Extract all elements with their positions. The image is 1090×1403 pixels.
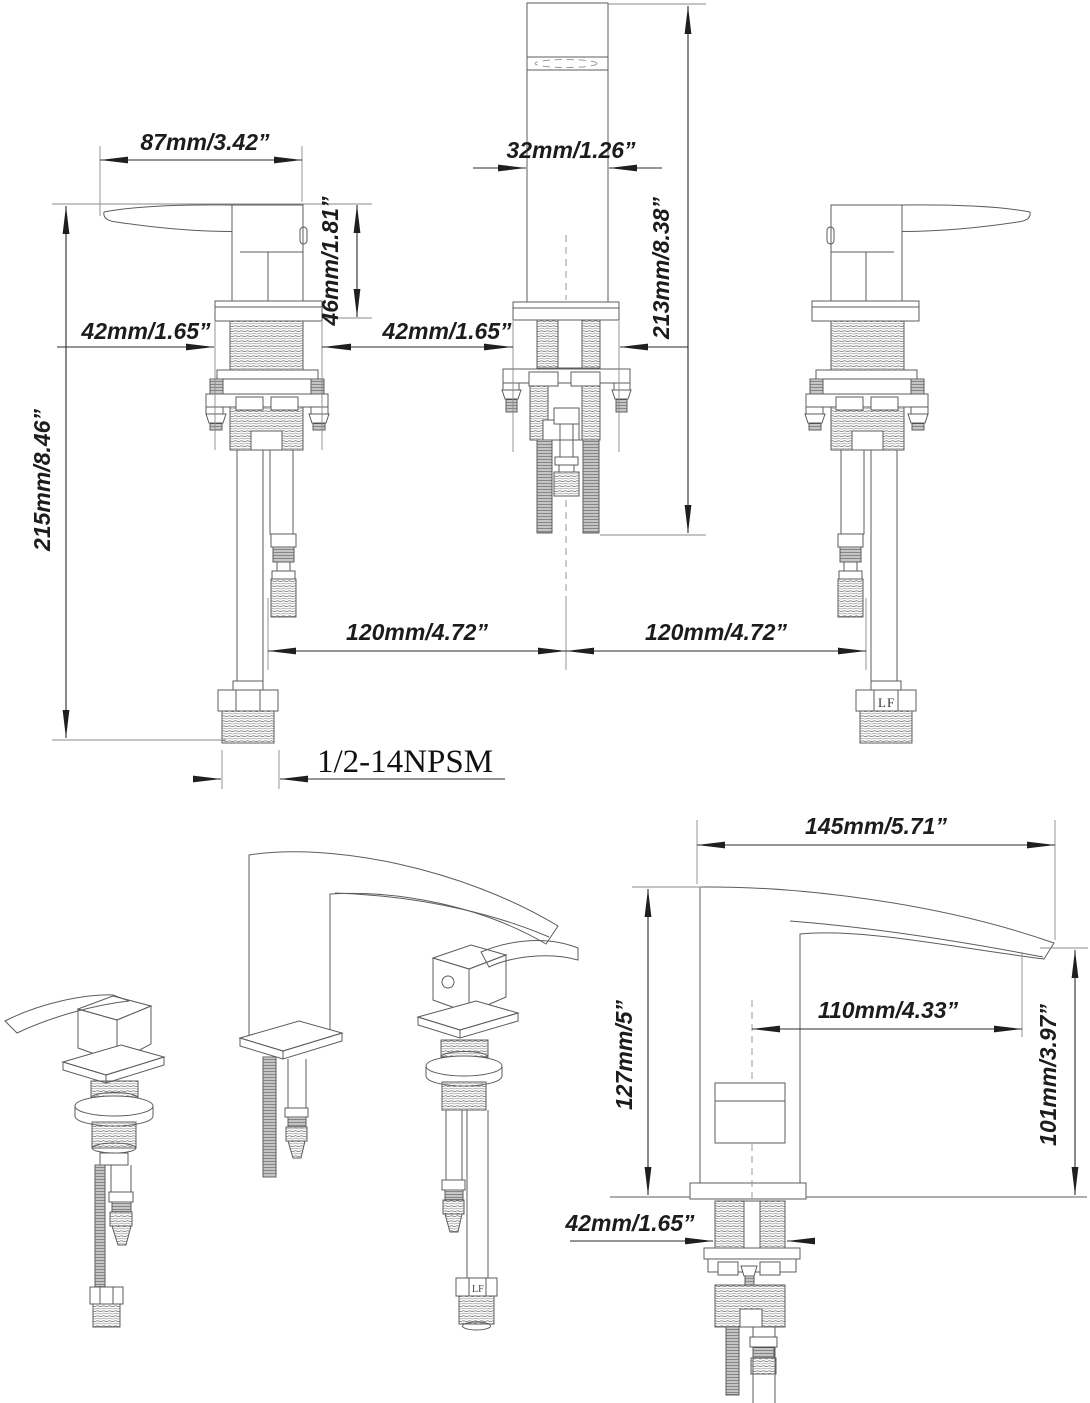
- dim-spacing-right: 120mm/4.72”: [645, 619, 787, 645]
- dim-outlet-height: 101mm/3.97”: [1035, 1004, 1061, 1146]
- right-handle-front-view: [804, 204, 1031, 744]
- dim-spout-width: 32mm/1.26”: [506, 137, 636, 163]
- left-handle-front-view: [103, 204, 330, 744]
- dim-spout-reach-outlet: 110mm/4.33”: [818, 997, 959, 1023]
- fitting-mark-label: LF: [878, 695, 895, 710]
- iso-handle-left: [4, 994, 166, 1328]
- dim-spacing-left: 120mm/4.72”: [346, 619, 488, 645]
- thread-spec-label: 1/2-14NPSM: [317, 744, 493, 780]
- dim-spout-total-height: 213mm/8.38”: [648, 197, 674, 340]
- dimensions-top: 87mm/3.42” 46mm/1.81” 42mm/1.65” 42mm/1.…: [29, 3, 867, 789]
- spout-front-view: [501, 2, 632, 592]
- dimensions-bottom: 145mm/5.71” 127mm/5” 110mm/4.33” 101mm/3…: [564, 813, 1088, 1245]
- dim-handle-total-height: 215mm/8.46”: [29, 409, 55, 552]
- dim-handle-height: 46mm/1.81”: [317, 196, 343, 327]
- dim-spout-escutcheon: 42mm/1.65”: [381, 318, 512, 344]
- dim-spout-height: 127mm/5”: [611, 1000, 637, 1110]
- fitting-mark-iso-label: LF: [472, 1284, 484, 1295]
- spout-side-view: [610, 886, 1087, 1403]
- dim-spout-shank: 42mm/1.65”: [564, 1210, 695, 1236]
- iso-handle-right: [416, 940, 579, 1331]
- dim-spout-reach-overall: 145mm/5.71”: [805, 813, 947, 839]
- iso-spout: [238, 851, 559, 1178]
- dim-handle-length: 87mm/3.42”: [140, 129, 270, 155]
- dim-handle-escutcheon: 42mm/1.65”: [80, 318, 211, 344]
